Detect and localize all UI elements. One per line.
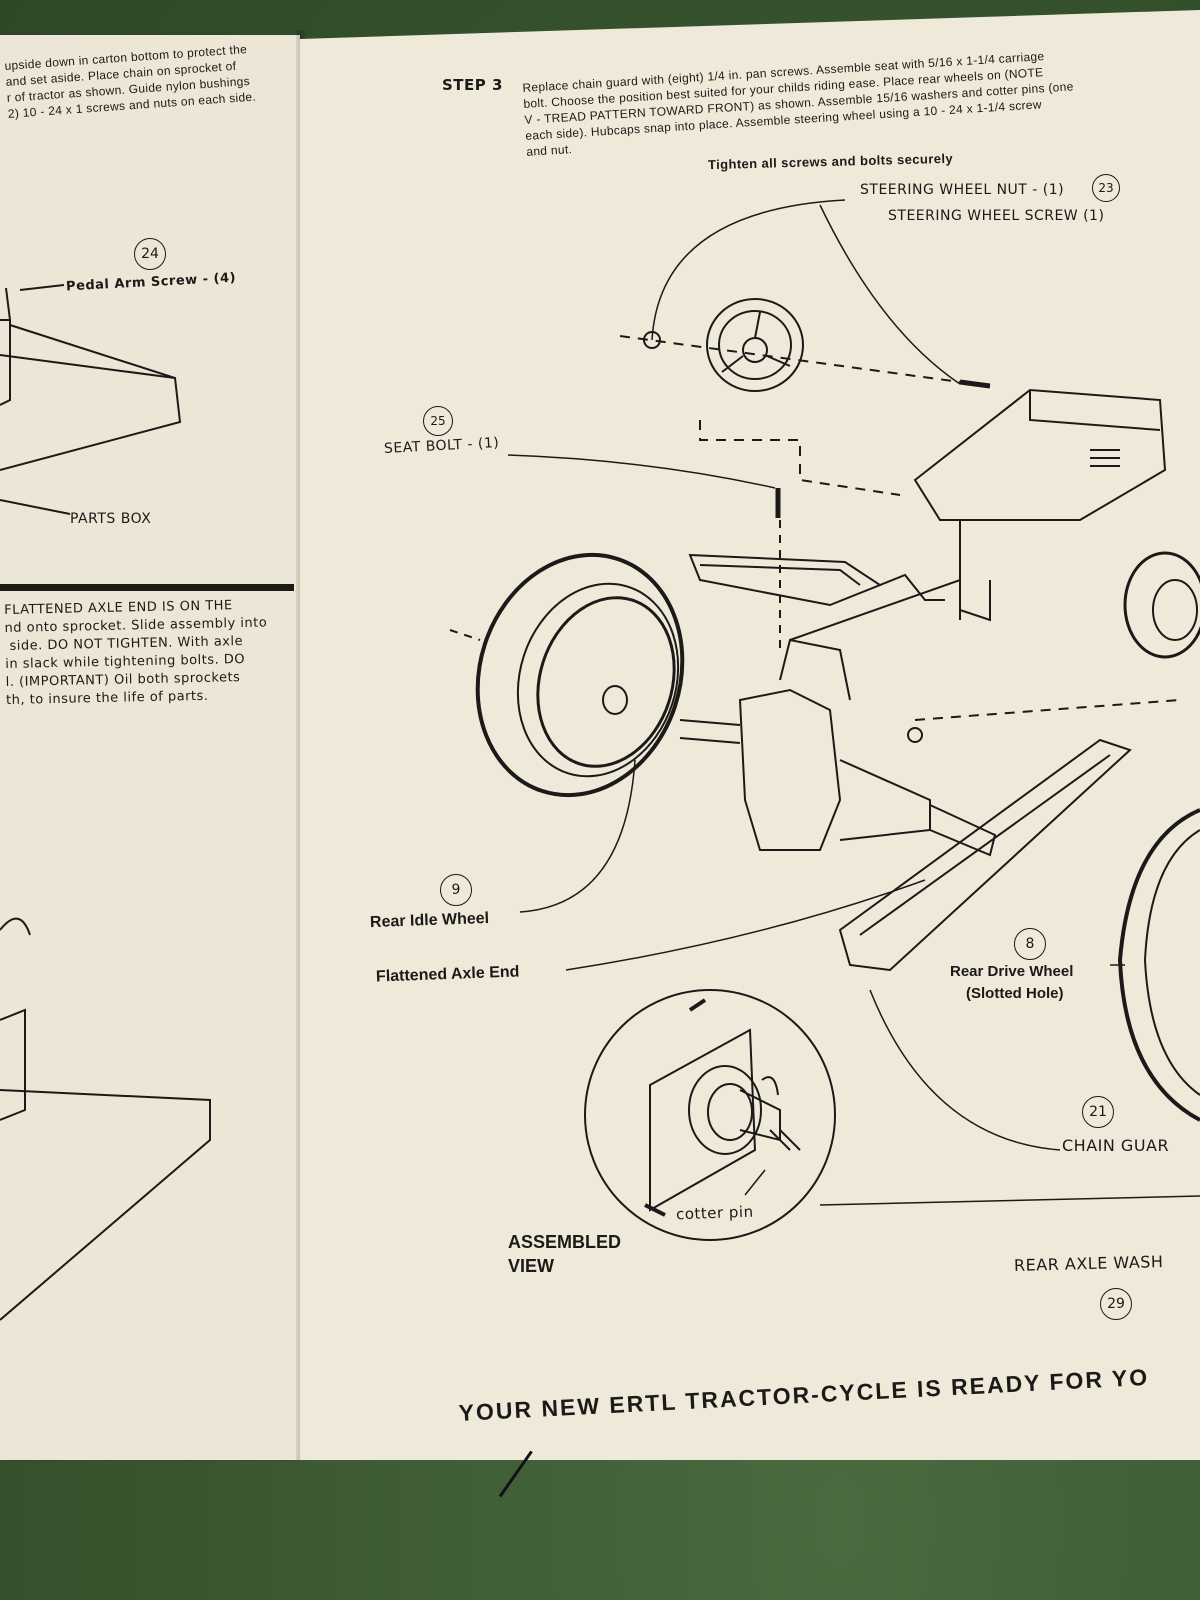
rear-drive-wheel-drawing	[1117, 551, 1200, 1122]
tractor-hood-drawing	[913, 388, 1167, 622]
callout-8: 8	[1014, 928, 1046, 960]
seat-drawing	[688, 553, 945, 607]
parts-box-label: PARTS BOX	[70, 511, 152, 527]
callout-29: 29	[1100, 1288, 1132, 1320]
steering-wheel-screw-label: STEERING WHEEL SCREW (1)	[888, 208, 1105, 224]
step-label: STEP 3	[442, 76, 503, 94]
assembled-view-drawing	[584, 989, 836, 1241]
frame-rail-drawing	[838, 738, 1132, 972]
slotted-hole-label: (Slotted Hole)	[966, 985, 1064, 1002]
chain-guard-label: CHAIN GUAR	[1062, 1136, 1170, 1155]
left-page	[0, 35, 300, 1460]
rear-idle-wheel-drawing	[475, 552, 685, 798]
callout-24: 24	[134, 238, 166, 270]
axle-gearbox-drawing	[679, 578, 997, 857]
right-page	[300, 10, 1200, 1460]
section-divider	[0, 584, 294, 591]
assembled-view-label: ASSEMBLED	[508, 1232, 622, 1252]
parts-box-drawing	[0, 284, 182, 515]
callout-21: 21	[1082, 1096, 1114, 1128]
assembled-view-label-2: VIEW	[508, 1256, 555, 1276]
parts-box-drawing-lower	[0, 917, 211, 1321]
steering-wheel-nut-label: STEERING WHEEL NUT - (1)	[860, 182, 1065, 198]
steering-wheel-drawing	[706, 298, 804, 392]
callout-9: 9	[440, 874, 472, 906]
rear-drive-wheel-label: Rear Drive Wheel	[950, 963, 1074, 980]
callout-25: 25	[423, 406, 453, 436]
callout-23: 23	[1092, 174, 1120, 202]
steering-screw-drawing	[959, 379, 991, 389]
